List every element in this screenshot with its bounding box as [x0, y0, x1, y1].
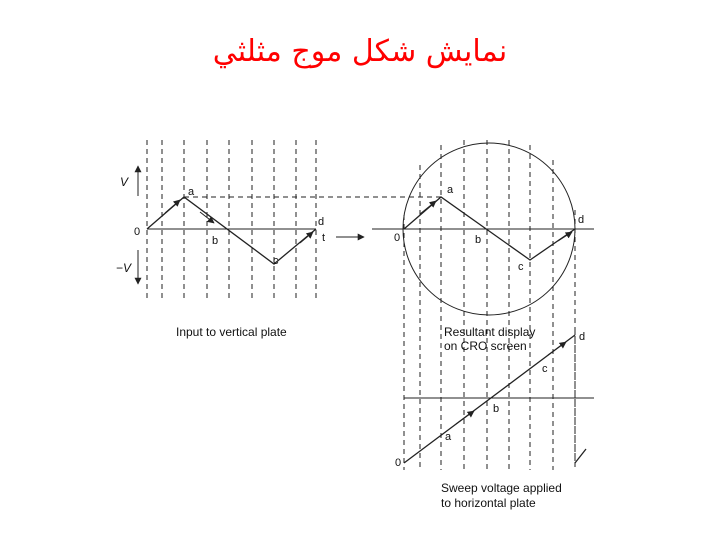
label-sweep-d: d: [579, 331, 585, 343]
label-screen-d: d: [578, 214, 584, 226]
caption-screen-line1: Resultant display: [444, 325, 535, 339]
label-screen-zero: 0: [394, 232, 400, 244]
caption-screen-line2: on CRO screen: [444, 339, 527, 353]
sweep-arrow-ab: [455, 410, 475, 425]
input-waveform-panel: [134, 140, 441, 298]
label-time: t: [322, 232, 325, 244]
input-arrow-cd: [299, 231, 314, 244]
label-screen-c: c: [518, 261, 524, 273]
screen-labels: 0 a b c d Resultant display on CRO scree…: [394, 184, 584, 353]
sweep-arrow-cd: [547, 341, 567, 356]
caption-input: Input to vertical plate: [176, 325, 287, 339]
label-input-a: a: [188, 186, 195, 198]
sweep-panel: [403, 330, 594, 464]
input-time-gridlines: [161, 140, 317, 298]
label-v-neg: −V: [116, 261, 132, 275]
label-sweep-zero: 0: [395, 457, 401, 469]
caption-sweep-line2: to horizontal plate: [441, 496, 536, 510]
label-input-zero: 0: [134, 226, 140, 238]
label-screen-a: a: [447, 184, 454, 196]
screen-arrow-0a: [419, 200, 437, 215]
slide-title: نمایش شکل موج مثلثي: [212, 34, 508, 69]
screen-time-gridlines: [403, 140, 576, 470]
sweep-ramp: [403, 334, 576, 464]
label-input-d: d: [318, 216, 324, 228]
input-labels: V −V 0 a b c d t Input to vertical plate: [116, 175, 325, 339]
screen-arrow-cd: [557, 231, 573, 242]
input-arrow-ab: [199, 211, 215, 224]
label-v-pos: V: [120, 175, 129, 189]
label-input-b: b: [212, 235, 218, 247]
input-arrow-0a: [164, 199, 181, 214]
screen-triangle-wave: [403, 196, 576, 261]
sweep-flyback: [574, 448, 587, 464]
label-input-c: c: [273, 255, 279, 267]
caption-sweep-line1: Sweep voltage applied: [441, 481, 562, 495]
sweep-labels: 0 a b c d Sweep voltage applied to horiz…: [395, 331, 585, 510]
label-sweep-c: c: [542, 363, 548, 375]
cro-screen-panel: [372, 140, 594, 470]
label-screen-b: b: [475, 234, 481, 246]
label-sweep-a: a: [445, 431, 452, 443]
label-sweep-b: b: [493, 403, 499, 415]
